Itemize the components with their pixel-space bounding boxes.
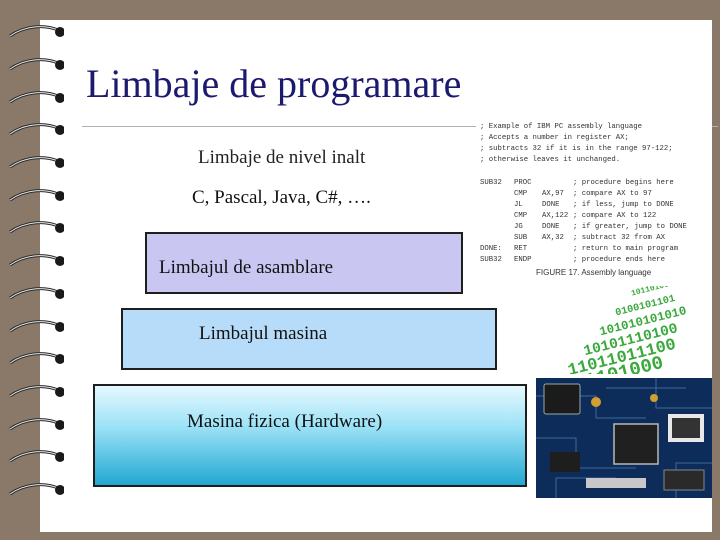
assembly-box: Limbajul de asamblare: [145, 232, 463, 294]
code-comment: ; if less, jump to DONE: [573, 201, 674, 209]
code-opcode: CMP: [514, 190, 528, 198]
comment-line: ; subtracts 32 if it is in the range 97-…: [480, 145, 673, 153]
code-line: SUB32 ENDP ; procedure ends here: [480, 255, 710, 266]
assembly-comments: ; Example of IBM PC assembly language ; …: [480, 122, 673, 166]
spiral-binding-ring-icon: [9, 156, 64, 169]
spiral-binding-ring-icon: [9, 352, 64, 365]
spiral-binding-ring-icon: [9, 418, 64, 431]
assembly-code-figure: ; Example of IBM PC assembly language ; …: [476, 110, 712, 285]
code-opcode: JG: [514, 223, 523, 231]
code-opcode: JL: [514, 201, 523, 209]
code-operands: AX,32: [542, 234, 564, 242]
code-operands: AX,97: [542, 190, 564, 198]
circuit-board-image: [536, 378, 712, 498]
code-line: CMP AX,122 ; compare AX to 122: [480, 211, 710, 222]
code-line: DONE: RET ; return to main program: [480, 244, 710, 255]
code-comment: ; subtract 32 from AX: [573, 234, 665, 242]
code-line: JG DONE ; if greater, jump to DONE: [480, 222, 710, 233]
assembly-label: Limbajul de asamblare: [159, 257, 334, 278]
spiral-binding-ring-icon: [9, 287, 64, 300]
spiral-binding-ring-icon: [9, 91, 64, 104]
code-opcode: ENDP: [514, 256, 532, 264]
code-opcode: RET: [514, 245, 528, 253]
hardware-box: Masina fizica (Hardware): [93, 384, 527, 487]
title-divider: [82, 126, 718, 127]
code-opcode: CMP: [514, 212, 528, 220]
code-operands: AX,122: [542, 212, 569, 220]
code-operands: DONE: [542, 223, 560, 231]
code-label: SUB32: [480, 256, 502, 264]
spiral-binding-ring-icon: [9, 25, 64, 38]
code-label: SUB32: [480, 179, 502, 187]
binary-digits-graphic: 1011010001001011011010101010101010111010…: [550, 286, 688, 374]
spiral-binding-ring-icon: [9, 189, 64, 202]
circuit-board-graphic: [536, 378, 712, 498]
code-opcode: SUB: [514, 234, 528, 242]
code-comment: ; if greater, jump to DONE: [573, 223, 687, 231]
code-operands: DONE: [542, 201, 560, 209]
spiral-binding-ring-icon: [9, 254, 64, 267]
spiral-binding-ring-icon: [9, 320, 64, 333]
code-line: SUB AX,32 ; subtract 32 from AX: [480, 233, 710, 244]
code-line: SUB32 PROC ; procedure begins here: [480, 178, 710, 189]
spiral-binding-ring-icon: [9, 58, 64, 71]
figure-caption: FIGURE 17. Assembly language: [536, 268, 652, 277]
machine-language-box: Limbajul masina: [121, 308, 497, 370]
spiral-binding-ring-icon: [9, 221, 64, 234]
comment-line: ; Accepts a number in register AX;: [480, 134, 629, 142]
spiral-binding-ring-icon: [9, 483, 64, 496]
machine-language-label: Limbajul masina: [199, 323, 328, 344]
code-comment: ; compare AX to 97: [573, 190, 652, 198]
code-line: JL DONE ; if less, jump to DONE: [480, 200, 710, 211]
high-level-label: Limbaje de nivel inalt: [198, 147, 366, 168]
code-comment: ; procedure ends here: [573, 256, 665, 264]
code-label: DONE:: [480, 245, 502, 253]
code-comment: ; procedure begins here: [573, 179, 674, 187]
spiral-binding-ring-icon: [9, 123, 64, 136]
spiral-binding-ring-icon: [9, 385, 64, 398]
slide-title: Limbaje de programare: [86, 61, 462, 106]
code-line: CMP AX,97 ; compare AX to 97: [480, 189, 710, 200]
spiral-binding-ring-icon: [9, 450, 64, 463]
hardware-label: Masina fizica (Hardware): [187, 411, 383, 432]
comment-line: ; otherwise leaves it unchanged.: [480, 156, 621, 164]
code-opcode: PROC: [514, 179, 532, 187]
code-comment: ; return to main program: [573, 245, 679, 253]
code-comment: ; compare AX to 122: [573, 212, 657, 220]
high-level-examples: C, Pascal, Java, C#, ….: [192, 187, 371, 208]
comment-line: ; Example of IBM PC assembly language: [480, 123, 643, 131]
